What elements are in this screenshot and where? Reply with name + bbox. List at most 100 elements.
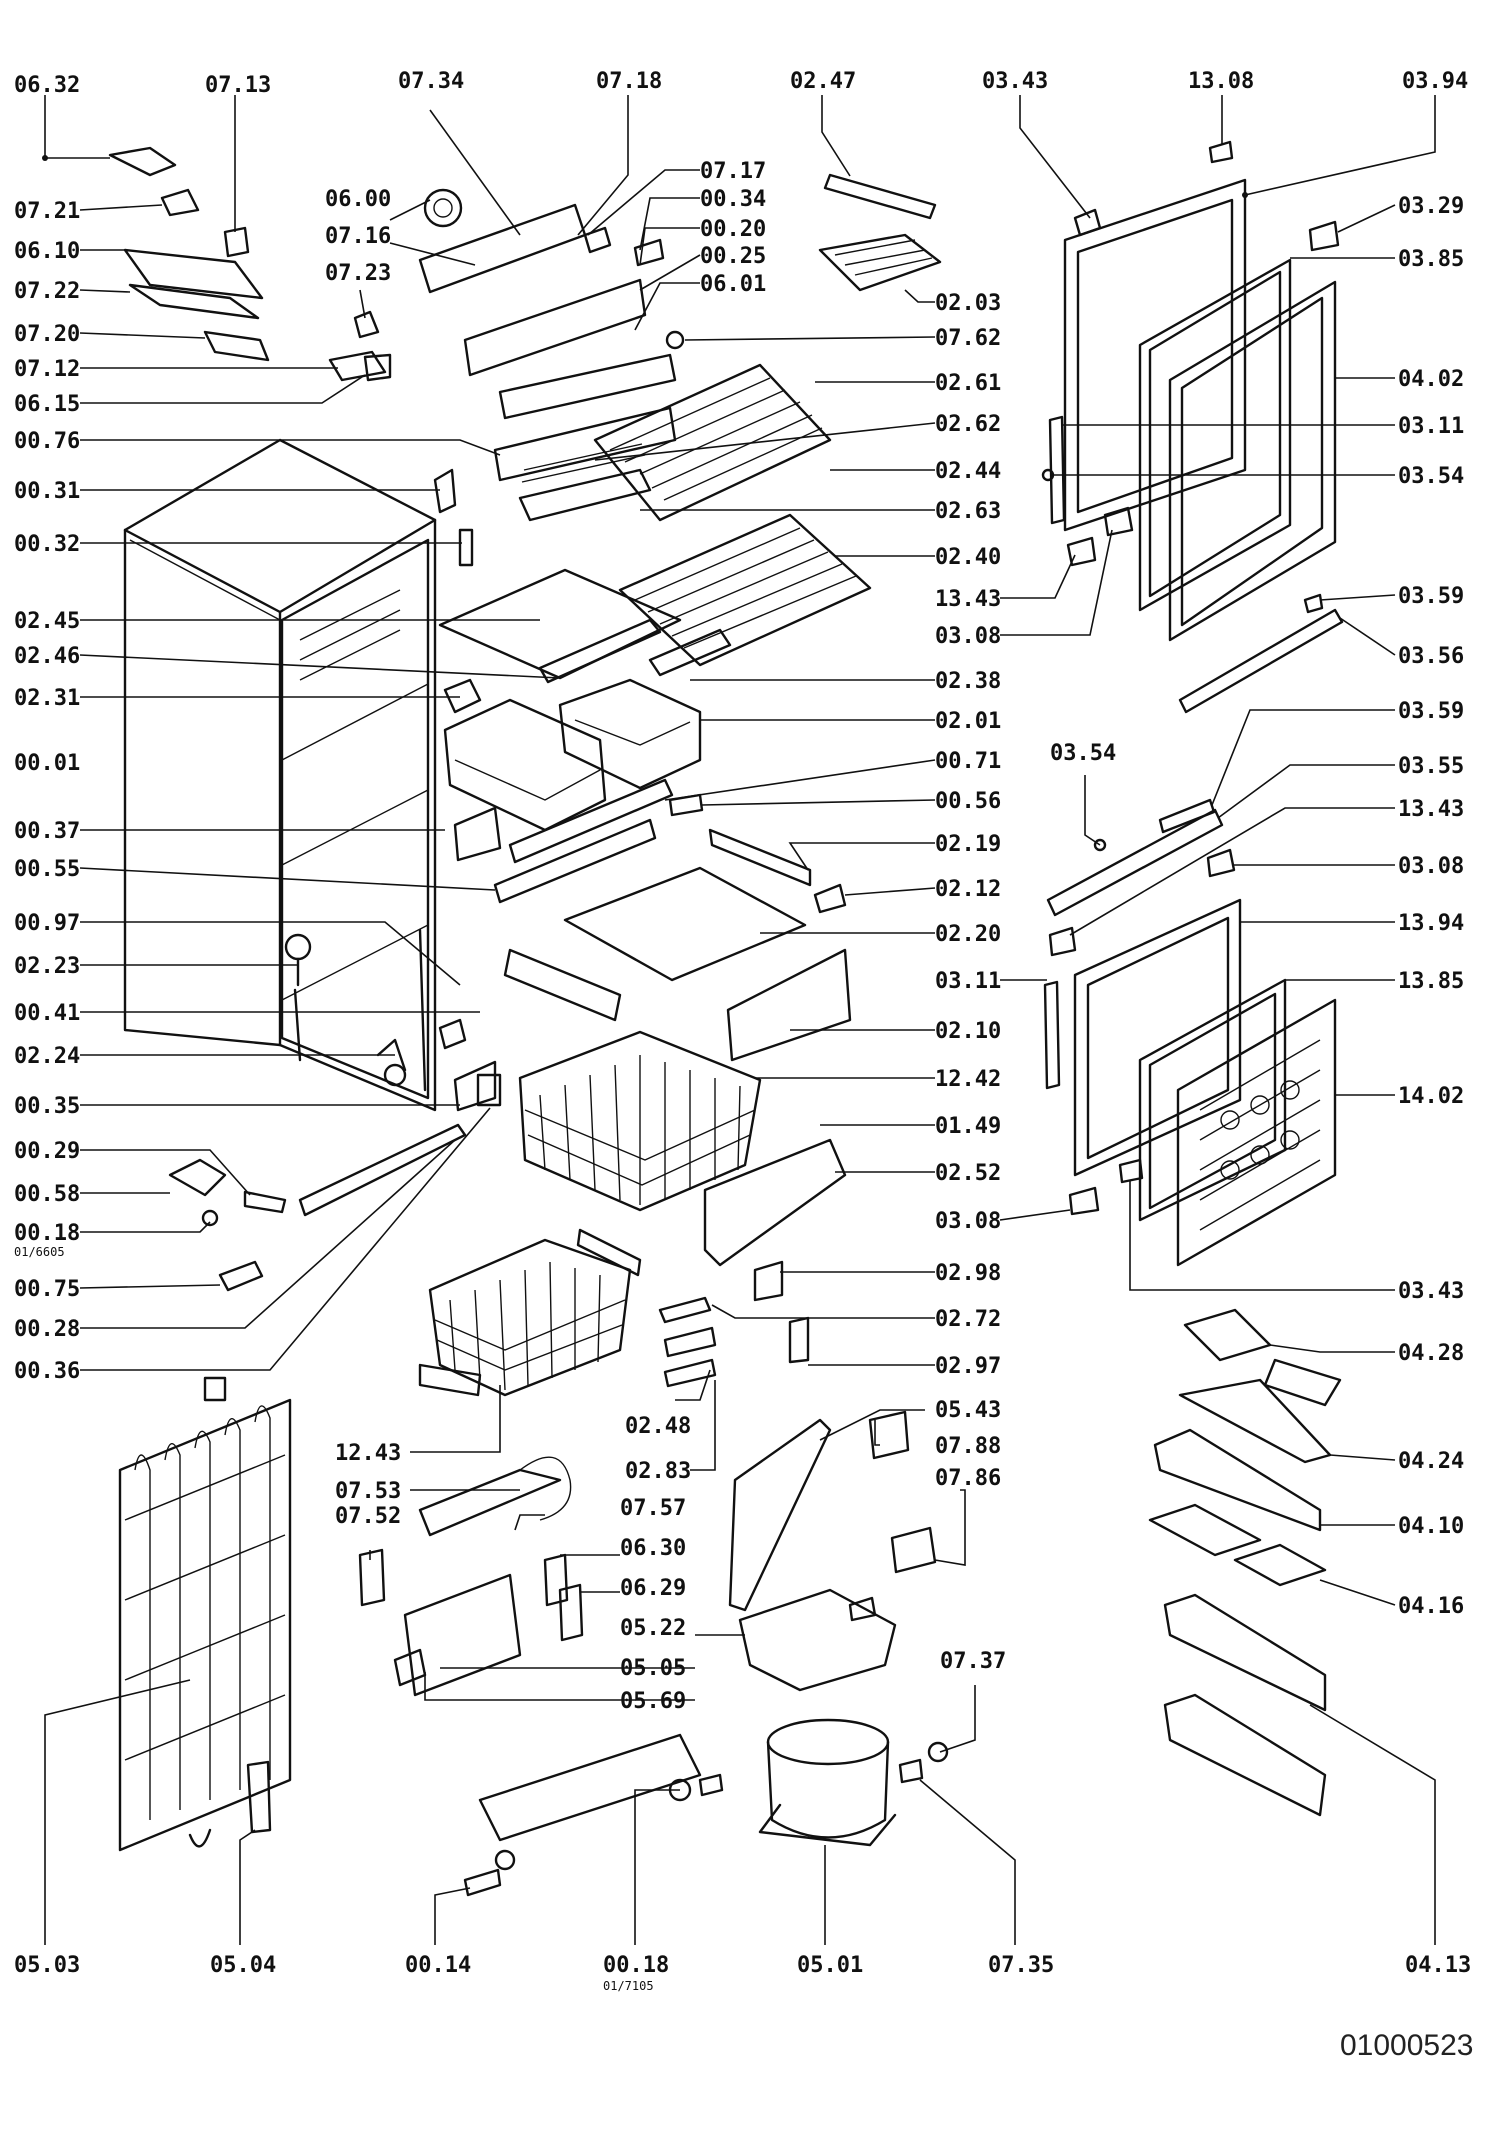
part-label: 07.86	[935, 1466, 1001, 1491]
part-1343b	[1048, 926, 1077, 957]
part-label: 03.55	[1398, 754, 1464, 779]
part-label: 02.97	[935, 1354, 1001, 1379]
part-0610	[123, 248, 264, 300]
part-label: 06.01	[700, 272, 766, 297]
part-label: 14.02	[1398, 1084, 1464, 1109]
part-label: 05.69	[620, 1689, 686, 1714]
tube-0543	[728, 1418, 832, 1612]
bolt-part	[476, 1073, 502, 1107]
part-label: 03.11	[935, 969, 1001, 994]
part-label: 00.14	[405, 1953, 471, 1978]
door-upper-0394	[1063, 178, 1247, 532]
part-label: 02.61	[935, 371, 1001, 396]
part-label: 00.28	[14, 1317, 80, 1342]
part-label: 07.22	[14, 279, 80, 304]
part-0343b	[1118, 1158, 1144, 1184]
part-labels: 06.32 07.13 07.34 07.18 02.47 03.43 13.0…	[14, 69, 1473, 2062]
thermostat-0600	[423, 188, 463, 228]
part-label: 02.48	[625, 1414, 691, 1439]
part-label: 02.44	[935, 459, 1001, 484]
part-0308b	[1206, 848, 1236, 878]
bin-0413a	[1163, 1593, 1327, 1712]
freezer-basket-lower	[428, 1238, 632, 1397]
part-label: 02.23	[14, 954, 80, 979]
part-0329	[1308, 220, 1340, 252]
crisper-rail-0071	[508, 778, 674, 864]
cabinet-body	[123, 438, 437, 1112]
part-label: 03.43	[1398, 1279, 1464, 1304]
part-label: 03.11	[1398, 414, 1464, 439]
part-label: 00.18	[14, 1221, 80, 1246]
part-label: 03.08	[935, 1209, 1001, 1234]
part-0717	[583, 226, 612, 254]
part-label: 01.49	[935, 1114, 1001, 1139]
door-lower-1394	[1073, 898, 1242, 1177]
part-0248	[658, 1296, 712, 1324]
hinge-0311a	[1048, 415, 1066, 525]
stop-part	[438, 1018, 467, 1050]
part-label: 07.20	[14, 322, 80, 347]
base-plate-0001	[478, 1733, 702, 1842]
relay-0788	[868, 1410, 910, 1460]
part-label: 07.53	[335, 1479, 401, 1504]
part-label: 00.31	[14, 479, 80, 504]
part-label: 04.28	[1398, 1341, 1464, 1366]
part-label: 02.62	[935, 412, 1001, 437]
part-label: 03.59	[1398, 699, 1464, 724]
part-label: 05.05	[620, 1656, 686, 1681]
part-0308c	[1068, 1186, 1100, 1216]
part-0615	[363, 353, 392, 382]
ice-tray-0203	[818, 233, 942, 292]
part-0034	[633, 238, 665, 267]
bracket-part	[453, 806, 502, 862]
part-1343a	[1066, 536, 1097, 567]
part-label: 06.15	[14, 392, 80, 417]
part-0752	[358, 1548, 386, 1607]
rail-0210-left	[503, 948, 622, 1022]
part-0359a	[1303, 593, 1324, 614]
part-label: 02.38	[935, 669, 1001, 694]
part-0723	[353, 310, 380, 339]
clip-part	[443, 678, 482, 714]
part-label: 00.56	[935, 789, 1001, 814]
condenser-0503	[118, 1376, 292, 1852]
part-label: 07.16	[325, 224, 391, 249]
hinge-0311b	[1043, 980, 1061, 1090]
part-label: 07.23	[325, 261, 391, 286]
part-label: 07.13	[205, 73, 271, 98]
pin-part	[458, 528, 474, 567]
egg-tray-a	[1148, 1503, 1262, 1557]
rail-0356	[1178, 608, 1344, 714]
compressor-0501	[758, 1718, 897, 1847]
part-label: 00.35	[14, 1094, 80, 1119]
part-label: 04.13	[1405, 1953, 1471, 1978]
basket-handle-1243	[418, 1363, 482, 1397]
part-label: 03.94	[1402, 69, 1468, 94]
door-liner-1402	[1176, 998, 1337, 1267]
part-label: 02.83	[625, 1459, 691, 1484]
part-label: 02.47	[790, 69, 856, 94]
part-label: 00.36	[14, 1359, 80, 1384]
part-label: 00.18	[603, 1953, 669, 1978]
part-sub-label: 01/7105	[603, 1979, 654, 1993]
part-label: 05.04	[210, 1953, 276, 1978]
part-label: 02.46	[14, 644, 80, 669]
part-label: 02.12	[935, 877, 1001, 902]
part-label: 02.63	[935, 499, 1001, 524]
wire-shelf-middle	[618, 513, 872, 667]
shelf-front-0263	[518, 468, 652, 522]
part-label: 02.01	[935, 709, 1001, 734]
part-0298	[753, 1260, 784, 1302]
part-label: 02.40	[935, 545, 1001, 570]
part-label: 06.10	[14, 239, 80, 264]
part-0272	[663, 1358, 717, 1388]
clip-0788	[848, 1596, 877, 1622]
part-label: 03.56	[1398, 644, 1464, 669]
grommet-0014	[494, 1849, 516, 1871]
part-label: 00.29	[14, 1139, 80, 1164]
part-label: 04.02	[1398, 367, 1464, 392]
part-label: 07.52	[335, 1504, 401, 1529]
strip-0028	[298, 1123, 467, 1217]
part-0713	[223, 226, 250, 258]
leader-lines	[42, 95, 1436, 1945]
